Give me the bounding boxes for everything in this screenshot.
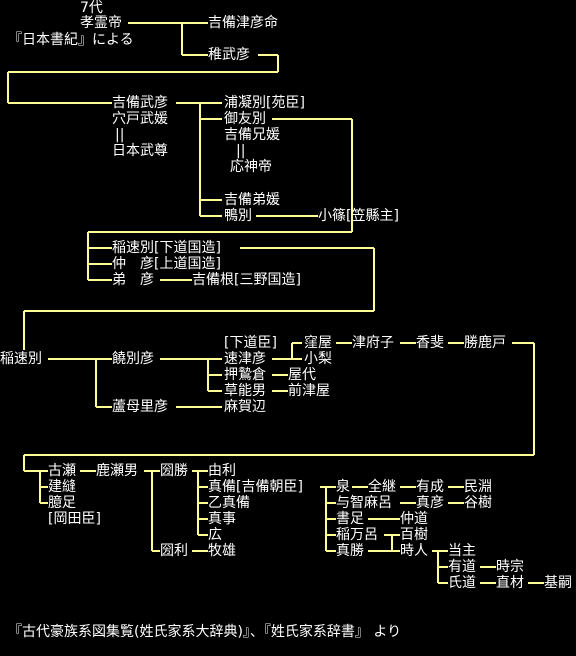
person-furuse: 古瀬 (48, 463, 76, 479)
person-urakoribetsu: 浦凝別[苑臣] (224, 95, 305, 111)
person-otomakibi: 乙真備 (208, 495, 250, 511)
person-kibine: 吉備根[三野国造] (192, 272, 301, 288)
person-nakahiko: 仲 彦[上道国造] (112, 256, 221, 272)
person-arimichi: 有道 (448, 559, 476, 575)
person-kahi: 香斐 (416, 335, 444, 351)
person-otsufuko: 津府子 (352, 335, 394, 351)
person-naoki: 直材 (496, 575, 524, 591)
clan-okada-omi: [岡田臣] (48, 511, 101, 527)
person-kashimao: 鹿瀬男 (96, 463, 138, 479)
person-kibi-ehime: 吉備兄媛 (224, 127, 280, 143)
person-ojin: 応神帝 (230, 159, 272, 175)
person-kibitsuhiko: 吉備津彦命 (208, 15, 278, 31)
person-kamowake: 鴨別 (224, 208, 252, 224)
person-ujimichi: 氏道 (448, 575, 476, 591)
source-citation: 『古代豪族系図集覧(姓氏家系大辞典)』、『姓氏家系辞書』 より (8, 624, 402, 640)
person-izumi: 泉 (336, 479, 350, 495)
person-tatenui: 建縫 (48, 479, 76, 495)
person-oshinagakura: 押鷙倉 (224, 367, 266, 383)
source-note: 『日本書紀』による (8, 32, 134, 48)
person-ashimorihiko: 蘆母里彦 (112, 399, 168, 415)
person-korei: 孝霊帝 (80, 15, 122, 31)
person-nakamichi: 仲道 (400, 511, 428, 527)
person-hayatsuhiko: 速津彦 (224, 351, 266, 367)
person-mitomowake: 御友別 (224, 111, 266, 127)
person-kusanoo: 草能男 (224, 383, 266, 399)
person-maetsuya: 前津屋 (288, 383, 330, 399)
person-momoki: 百樹 (400, 527, 428, 543)
person-kokuri: 圀利 (160, 543, 188, 559)
person-inahayawake-2: 稲速別 (0, 351, 42, 367)
person-oguri: 小梨 (304, 351, 332, 367)
generation-label: 7代 (80, 0, 103, 16)
person-kyowakehiko: 饒別彦 (112, 351, 154, 367)
person-tokimune: 時宗 (496, 559, 524, 575)
person-kuboya: 窪屋 (304, 335, 332, 351)
person-ozasa: 小篠[笠縣主] (318, 208, 399, 224)
person-inahayawake: 稲速別[下道国造] (112, 240, 221, 256)
marriage-mark: || (236, 143, 246, 159)
person-yamato-takeru: 日本武尊 (112, 143, 168, 159)
person-tamibuchi: 民淵 (464, 479, 492, 495)
person-inamaro: 稲万呂 (336, 527, 378, 543)
person-kokatsu: 圀勝 (160, 463, 188, 479)
person-hiro: 広 (208, 527, 222, 543)
person-motoshi: 基嗣 (544, 575, 572, 591)
person-fumitari: 書足 (336, 511, 364, 527)
person-tokito: 時人 (400, 543, 428, 559)
person-kotari: 臆足 (48, 495, 76, 511)
person-tonushi: 当主 (448, 543, 476, 559)
person-magoto: 真事 (208, 511, 236, 527)
person-katsukabeto: 勝鹿戸 (464, 335, 506, 351)
person-mahiko: 真彦 (416, 495, 444, 511)
person-kibi-takehiko: 吉備武彦 (112, 95, 168, 111)
person-yashiro: 屋代 (288, 367, 316, 383)
person-arinari: 有成 (416, 479, 444, 495)
person-maki-o: 牧雄 (208, 543, 236, 559)
person-makibi: 真備[吉備朝臣] (208, 479, 303, 495)
person-zenkei: 全継 (368, 479, 396, 495)
marriage-mark: || (115, 127, 125, 143)
person-wakatakehiko: 稚武彦 (208, 47, 250, 63)
clan-shimotsumichi-omi: [下道臣] (224, 335, 277, 351)
person-makatsu: 真勝 (336, 543, 364, 559)
person-anato-takehime: 穴戸武媛 (112, 111, 168, 127)
person-kibi-otohime: 吉備弟媛 (224, 192, 280, 208)
person-yochi-maro: 与智麻呂 (336, 495, 392, 511)
person-otohiko: 弟 彦 (112, 272, 154, 288)
person-makabe: 麻賀辺 (224, 399, 266, 415)
person-taniki: 谷樹 (464, 495, 492, 511)
person-yuri: 由利 (208, 463, 236, 479)
